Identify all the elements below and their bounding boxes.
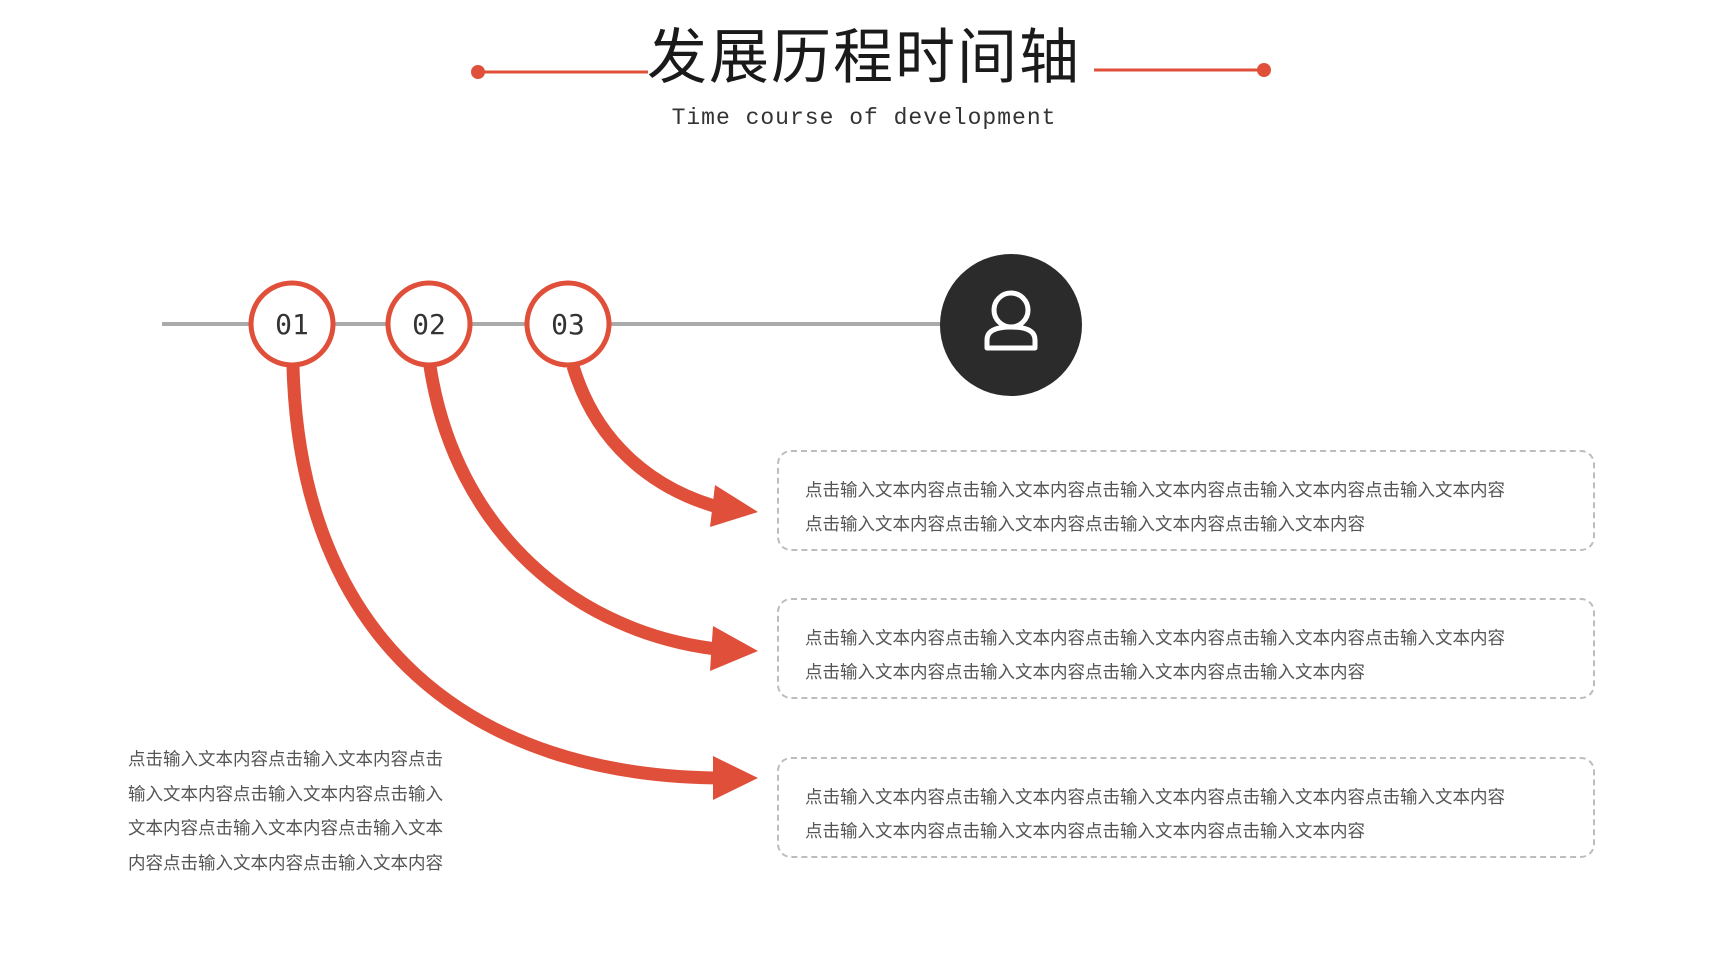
timeline-node-01[interactable]: 01 xyxy=(248,280,336,368)
text-box-3[interactable]: 点击输入文本内容点击输入文本内容点击输入文本内容点击输入文本内容点击输入文本内容… xyxy=(777,757,1595,858)
text-box-3-line-2: 点击输入文本内容点击输入文本内容点击输入文本内容点击输入文本内容 xyxy=(805,822,1365,842)
text-box-1-line-1: 点击输入文本内容点击输入文本内容点击输入文本内容点击输入文本内容点击输入文本内容 xyxy=(805,481,1505,501)
arrow-02-head xyxy=(710,626,758,671)
arrow-01-head xyxy=(713,756,758,800)
node-label-02: 02 xyxy=(412,308,446,341)
side-description[interactable]: 点击输入文本内容点击输入文本内容点击 输入文本内容点击输入文本内容点击输入 文本… xyxy=(128,743,488,881)
text-box-2-line-2: 点击输入文本内容点击输入文本内容点击输入文本内容点击输入文本内容 xyxy=(805,663,1365,683)
user-icon xyxy=(984,290,1038,351)
node-circle xyxy=(385,280,473,368)
page-subtitle: Time course of development xyxy=(671,105,1057,131)
node-label-03: 03 xyxy=(551,308,585,341)
node-label-01: 01 xyxy=(275,308,309,341)
page-title: 发展历程时间轴 xyxy=(647,23,1081,93)
title-deco-dot-right xyxy=(1257,63,1271,77)
node-circle xyxy=(248,280,336,368)
timeline-node-03[interactable]: 03 xyxy=(524,280,612,368)
side-text-line: 输入文本内容点击输入文本内容点击输入 xyxy=(128,784,443,805)
arrow-02 xyxy=(423,365,726,657)
text-box-3-line-1: 点击输入文本内容点击输入文本内容点击输入文本内容点击输入文本内容点击输入文本内容 xyxy=(805,788,1505,808)
side-text-line: 文本内容点击输入文本内容点击输入文本 xyxy=(128,819,443,839)
text-box-1[interactable]: 点击输入文本内容点击输入文本内容点击输入文本内容点击输入文本内容点击输入文本内容… xyxy=(777,450,1595,551)
text-box-2[interactable]: 点击输入文本内容点击输入文本内容点击输入文本内容点击输入文本内容点击输入文本内容… xyxy=(777,598,1595,699)
timeline-node-02[interactable]: 02 xyxy=(385,280,473,368)
text-box-1-line-2: 点击输入文本内容点击输入文本内容点击输入文本内容点击输入文本内容 xyxy=(805,515,1365,535)
node-circle xyxy=(524,280,612,368)
title-deco-dot-left xyxy=(471,65,485,79)
side-text-line: 点击输入文本内容点击输入文本内容点击 xyxy=(128,750,443,770)
text-box-2-line-1: 点击输入文本内容点击输入文本内容点击输入文本内容点击输入文本内容点击输入文本内容 xyxy=(805,629,1505,649)
avatar[interactable] xyxy=(940,254,1082,396)
side-text-line: 内容点击输入文本内容点击输入文本内容 xyxy=(128,853,443,874)
arrow-01 xyxy=(286,365,726,785)
arrow-03-head xyxy=(710,485,758,527)
arrow-03 xyxy=(566,364,727,516)
